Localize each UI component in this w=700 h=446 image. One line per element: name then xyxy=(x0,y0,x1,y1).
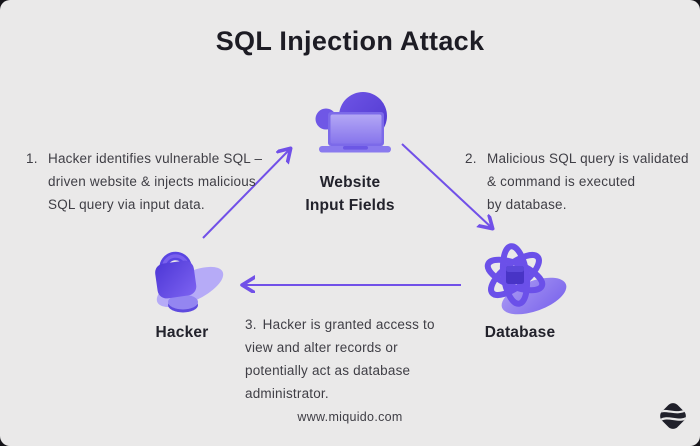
miquido-logo-icon xyxy=(657,403,689,429)
step-1-line2: driven website & injects malicious xyxy=(48,174,256,189)
website-label-line1: Website xyxy=(319,174,381,191)
step-2-text: 2. Malicious SQL query is validated & co… xyxy=(465,147,689,216)
padlock-icon xyxy=(155,251,224,313)
node-label-hacker: Hacker xyxy=(155,324,209,341)
laptop-icon xyxy=(315,92,391,153)
step-3-line2: and alter records or potentially act xyxy=(245,340,398,378)
step-3-text: 3.Hacker is granted access to view and a… xyxy=(245,313,460,405)
node-label-website-input-fields: Website Input Fields xyxy=(270,171,430,217)
website-url: www.miquido.com xyxy=(297,410,403,424)
step-2-line1: Malicious SQL query is validated xyxy=(487,151,689,166)
node-label-database: Database xyxy=(484,324,556,341)
website-label-line2: Input Fields xyxy=(305,197,395,214)
step-1-text: 1. Hacker identifies vulnerable SQL – dr… xyxy=(26,147,262,216)
step-1-line1: Hacker identifies vulnerable SQL – xyxy=(48,151,263,166)
step-2-line2: & command is executed xyxy=(487,174,636,189)
step-2-number: 2. xyxy=(465,151,477,166)
arrow-hacker-to-website xyxy=(202,149,290,239)
arrow-website-to-database xyxy=(401,143,492,228)
step-1-line3: SQL query via input data. xyxy=(48,197,205,212)
atom-database-icon xyxy=(484,243,567,315)
step-1-number: 1. xyxy=(26,151,38,166)
step-3-line3: as database administrator. xyxy=(245,363,411,401)
step-2-line3: by database. xyxy=(487,197,567,212)
page-title: SQL Injection Attack xyxy=(215,26,485,56)
step-3-number: 3. xyxy=(245,317,257,332)
step-3-line1: Hacker is granted access to view xyxy=(245,317,435,355)
